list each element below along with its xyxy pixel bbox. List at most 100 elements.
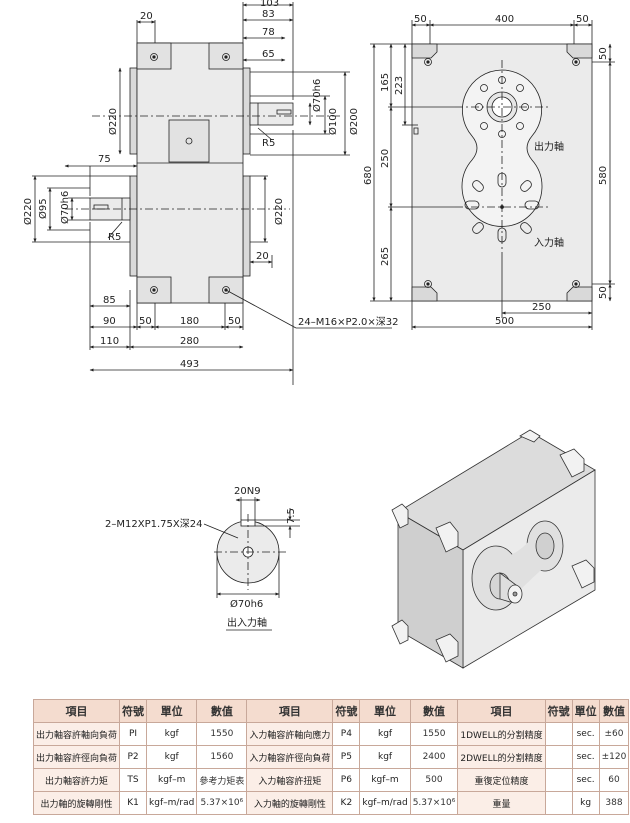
cell: 入力軸容許徑向負荷 bbox=[246, 745, 334, 769]
cell: kg bbox=[571, 791, 600, 815]
dim-r5-in: R5 bbox=[108, 232, 121, 243]
front-view bbox=[370, 20, 615, 330]
dim-78: 78 bbox=[262, 27, 275, 38]
cell: kgf bbox=[359, 722, 411, 746]
table-row: 出力軸容許軸向負荷 PI kgf 1550 入力軸容許軸向應力 P4 kgf 1… bbox=[32, 722, 630, 746]
dim-50b: 50 bbox=[228, 316, 241, 327]
cell: 重量 bbox=[457, 791, 546, 815]
shaft-detail bbox=[203, 497, 300, 598]
cell: ±60 bbox=[598, 722, 630, 746]
dim-103: 103 bbox=[260, 0, 279, 9]
cell bbox=[544, 768, 573, 792]
cell: sec. bbox=[571, 768, 600, 792]
cell: P5 bbox=[332, 745, 361, 769]
cell: 入力軸容許軸向應力 bbox=[246, 722, 334, 746]
key-width: 20N9 bbox=[234, 486, 261, 497]
dim-50-tl: 50 bbox=[414, 14, 427, 25]
header-item-3: 項目 bbox=[457, 699, 546, 723]
key-depth: 7.5 bbox=[286, 508, 297, 524]
dim-85: 85 bbox=[103, 295, 116, 306]
shaft-detail-labels: 20N9 7.5 2–M12XP1.75X深24 Ø70h6 出入力軸 bbox=[105, 486, 297, 629]
cell: 入力軸容許扭矩 bbox=[246, 768, 334, 792]
dim-223: 223 bbox=[394, 76, 405, 95]
cell: 5.37×10⁶ bbox=[409, 791, 459, 815]
dim-250-v: 250 bbox=[380, 149, 391, 168]
dim-d220-in: Ø220 bbox=[22, 198, 34, 225]
cell: sec. bbox=[571, 745, 600, 769]
cell: 出力軸容許軸向負荷 bbox=[32, 722, 121, 746]
cell: 參考力矩表 bbox=[196, 768, 248, 792]
dim-d220-right: Ø220 bbox=[273, 198, 285, 225]
cell: K2 bbox=[332, 791, 361, 815]
dim-d220-left: Ø220 bbox=[107, 108, 119, 135]
shaft-caption: 出入力軸 bbox=[227, 616, 267, 629]
shaft-diameter: Ø70h6 bbox=[230, 598, 263, 610]
header-item-1: 項目 bbox=[32, 699, 121, 723]
cell: 1DWELL的分割精度 bbox=[457, 722, 546, 746]
cell: 2DWELL的分割精度 bbox=[457, 745, 546, 769]
cell: P4 bbox=[332, 722, 361, 746]
cell bbox=[544, 722, 573, 746]
cell: kgf bbox=[359, 745, 411, 769]
header-unit-3: 單位 bbox=[571, 699, 600, 723]
header-symbol-1: 符號 bbox=[119, 699, 148, 723]
cell: ±120 bbox=[598, 745, 630, 769]
cell: TS bbox=[119, 768, 148, 792]
dim-280: 280 bbox=[180, 336, 199, 347]
dim-50-rb: 50 bbox=[598, 286, 609, 299]
cell: 出力軸容許徑向負荷 bbox=[32, 745, 121, 769]
table-row: 出力軸容許力矩 TS kgf–m 參考力矩表 入力軸容許扭矩 P6 kgf–m … bbox=[32, 768, 630, 792]
header-value-2: 數值 bbox=[409, 699, 459, 723]
dim-580: 580 bbox=[598, 166, 609, 185]
cell: 入力軸的旋轉剛性 bbox=[246, 791, 334, 815]
thread-note: 24–M16×P2.0×深32 bbox=[298, 316, 399, 328]
cell: 重復定位精度 bbox=[457, 768, 546, 792]
dim-400: 400 bbox=[495, 14, 514, 25]
dim-165: 165 bbox=[380, 73, 391, 92]
dim-50-rt: 50 bbox=[598, 47, 609, 60]
cell: 1550 bbox=[409, 722, 459, 746]
header-item-2: 項目 bbox=[246, 699, 334, 723]
dim-180: 180 bbox=[180, 316, 199, 327]
front-view-labels: 50 400 50 165 223 680 250 265 580 50 50 … bbox=[363, 14, 609, 327]
tap-note: 2–M12XP1.75X深24 bbox=[105, 518, 202, 530]
header-symbol-2: 符號 bbox=[332, 699, 361, 723]
dim-110: 110 bbox=[100, 336, 119, 347]
dim-d70h6-in: Ø70h6 bbox=[59, 191, 71, 224]
cell: K1 bbox=[119, 791, 148, 815]
side-view-labels: 20 103 83 78 65 Ø70h6 Ø100 Ø200 Ø220 R5 … bbox=[22, 0, 399, 370]
header-unit-2: 單位 bbox=[359, 699, 411, 723]
dim-d100: Ø100 bbox=[327, 108, 339, 135]
dim-50-tr: 50 bbox=[576, 14, 589, 25]
dim-90: 90 bbox=[103, 316, 116, 327]
cell: 出力軸容許力矩 bbox=[32, 768, 121, 792]
cell: sec. bbox=[571, 722, 600, 746]
cell: P6 bbox=[332, 768, 361, 792]
cell bbox=[544, 745, 573, 769]
cell: PI bbox=[119, 722, 148, 746]
cell: 60 bbox=[598, 768, 630, 792]
dim-d70h6-top: Ø70h6 bbox=[311, 79, 323, 112]
cell: kgf–m/rad bbox=[146, 791, 198, 815]
cell: 388 bbox=[598, 791, 630, 815]
cell: 出力軸的旋轉剛性 bbox=[32, 791, 121, 815]
dim-493: 493 bbox=[180, 359, 199, 370]
label-output-shaft: 出力軸 bbox=[534, 140, 564, 153]
table-row: 出力軸的旋轉剛性 K1 kgf–m/rad 5.37×10⁶ 入力軸的旋轉剛性 … bbox=[32, 791, 630, 815]
dim-65: 65 bbox=[262, 49, 275, 60]
dim-265: 265 bbox=[380, 247, 391, 266]
side-view bbox=[32, 2, 392, 385]
cell: kgf bbox=[146, 722, 198, 746]
header-value-1: 數值 bbox=[196, 699, 248, 723]
dim-75: 75 bbox=[98, 154, 111, 165]
dim-500: 500 bbox=[495, 316, 514, 327]
cell: 1550 bbox=[196, 722, 248, 746]
label-input-shaft: 入力軸 bbox=[534, 236, 564, 249]
cell: 5.37×10⁶ bbox=[196, 791, 248, 815]
dim-20-right: 20 bbox=[256, 251, 269, 262]
spec-header-row: 項目 符號 單位 數值 項目 符號 單位 數值 項目 符號 單位 數值 bbox=[32, 699, 630, 723]
table-row: 出力軸容許徑向負荷 P2 kgf 1560 入力軸容許徑向負荷 P5 kgf 2… bbox=[32, 745, 630, 769]
dim-250-h: 250 bbox=[532, 302, 551, 313]
header-value-3: 數值 bbox=[598, 699, 630, 723]
cell: 2400 bbox=[409, 745, 459, 769]
